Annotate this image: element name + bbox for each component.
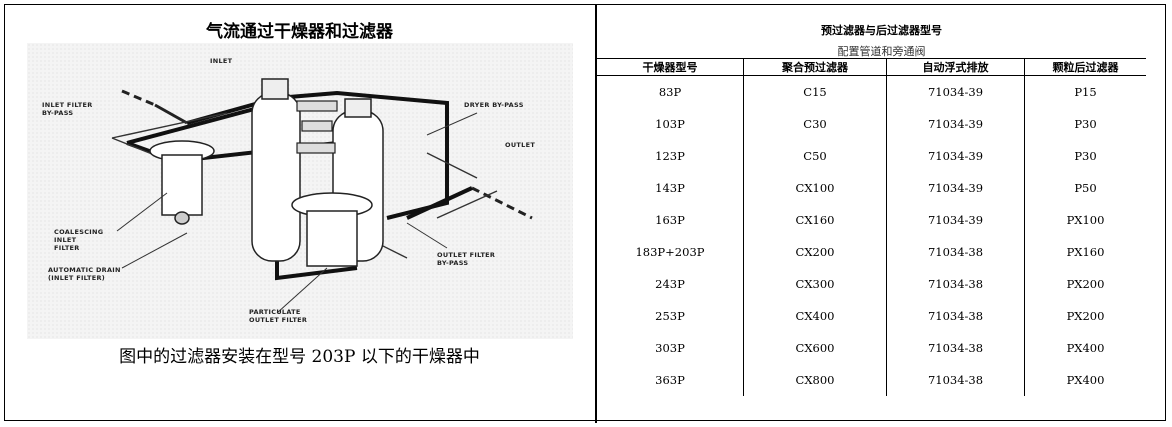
page-frame [4, 4, 1166, 421]
diagram-caption: 图中的过滤器安装在型号 203P 以下的干燥器中 [119, 347, 480, 367]
afterfilter-cell: PX160 [1024, 236, 1146, 268]
afterfilter-cell: P30 [1024, 108, 1146, 140]
prefilter-cell: CX300 [743, 268, 887, 300]
coalescing-filter-icon [149, 140, 215, 225]
drain-cell: 71034-38 [886, 332, 1025, 364]
dryer-model-cell: 183P+203P [635, 245, 705, 259]
label-outlet: OUTLET [505, 141, 536, 149]
drain-cell: 71034-38 [886, 300, 1025, 332]
piping-illustration [111, 78, 533, 314]
afterfilter-cell: PX400 [1024, 332, 1146, 364]
prefilter-cell: C30 [743, 108, 887, 140]
label-coalescing-inlet-filter: COALESCING INLET FILTER [54, 228, 104, 252]
dryer-model-cell: 83P [658, 85, 682, 99]
table-row: 363P CX800 71034-38 PX400 [597, 364, 1146, 396]
valve-cluster-icon [296, 100, 338, 154]
dryer-model-cell: 243P [655, 277, 685, 291]
outlet-pipe-icon [471, 186, 533, 220]
afterfilter-cell: PX100 [1024, 204, 1146, 236]
afterfilter-cell: PX200 [1024, 268, 1146, 300]
dryer-model-cell: 363P [655, 373, 685, 387]
table-header-row: 干燥器型号 聚合预过滤器 自动浮式排放 颗粒后过滤器 [597, 58, 1146, 76]
label-dryer-bypass: DRYER BY-PASS [464, 101, 524, 109]
prefilter-cell: CX400 [743, 300, 887, 332]
table-row: 143P CX100 71034-39 P50 [597, 172, 1146, 204]
drain-cell: 71034-39 [886, 204, 1025, 236]
column-header: 干燥器型号 [597, 58, 744, 76]
prefilter-cell: CX200 [743, 236, 887, 268]
drain-cell: 71034-39 [886, 108, 1025, 140]
afterfilter-cell: P15 [1024, 75, 1146, 108]
drain-cell: 71034-39 [886, 140, 1025, 172]
prefilter-cell: CX600 [743, 332, 887, 364]
dryer-model-cell: 253P [655, 309, 685, 323]
afterfilter-cell: P30 [1024, 140, 1146, 172]
drain-cell: 71034-39 [886, 75, 1025, 108]
filter-models-title: 预过滤器与后过滤器型号 [821, 24, 942, 37]
table-row: 123P C50 71034-39 P30 [597, 140, 1146, 172]
particulate-filter-icon [291, 192, 373, 267]
column-header: 颗粒后过滤器 [1024, 58, 1146, 76]
dryer-model-cell: 163P [655, 213, 685, 227]
column-header: 自动浮式排放 [886, 58, 1025, 76]
table-row: 183P+203P CX200 71034-38 PX160 [597, 236, 1146, 268]
prefilter-cell: CX100 [743, 172, 887, 204]
filter-models-table: 干燥器型号 聚合预过滤器 自动浮式排放 颗粒后过滤器 83P C15 71034… [597, 58, 1146, 396]
table-row: 83P C15 71034-39 P15 [597, 75, 1146, 108]
airflow-panel: 气流通过干燥器和过滤器 [5, 5, 594, 420]
prefilter-cell: C50 [743, 140, 887, 172]
table-row: 253P CX400 71034-38 PX200 [597, 300, 1146, 332]
label-automatic-drain: AUTOMATIC DRAIN (INLET FILTER) [48, 266, 121, 282]
inlet-pipe-icon [121, 89, 188, 125]
afterfilter-cell: PX400 [1024, 364, 1146, 396]
prefilter-cell: CX800 [743, 364, 887, 396]
dryer-filter-diagram: INLET INLET FILTER BY-PASS DRYER BY-PASS… [27, 43, 573, 339]
prefilter-cell: CX160 [743, 204, 887, 236]
drain-cell: 71034-38 [886, 268, 1025, 300]
dryer-model-cell: 123P [655, 149, 685, 163]
label-outlet-filter-bypass: OUTLET FILTER BY-PASS [437, 251, 496, 267]
dryer-model-cell: 103P [655, 117, 685, 131]
label-particulate-outlet-filter: PARTICULATE OUTLET FILTER [249, 308, 308, 324]
label-inlet-filter-bypass: INLET FILTER BY-PASS [42, 101, 93, 117]
drain-cell: 71034-38 [886, 364, 1025, 396]
dryer-model-cell: 303P [655, 341, 685, 355]
afterfilter-cell: PX200 [1024, 300, 1146, 332]
airflow-title: 气流通过干燥器和过滤器 [206, 22, 393, 42]
table-row: 163P CX160 71034-39 PX100 [597, 204, 1146, 236]
label-inlet: INLET [210, 57, 233, 65]
panel-divider [595, 4, 597, 423]
column-header: 聚合预过滤器 [743, 58, 887, 76]
table-row: 303P CX600 71034-38 PX400 [597, 332, 1146, 364]
dryer-model-cell: 143P [655, 181, 685, 195]
drain-cell: 71034-38 [886, 236, 1025, 268]
dryer-tower-left-icon [251, 78, 301, 262]
table-row: 103P C30 71034-39 P30 [597, 108, 1146, 140]
filter-models-panel: 预过滤器与后过滤器型号 配置管道和旁通阀 干燥器型号 聚合预过滤器 自动浮式排放… [597, 5, 1166, 420]
leader-lines-icon [116, 112, 478, 314]
filter-models-subtitle: 配置管道和旁通阀 [837, 45, 926, 58]
drain-cell: 71034-39 [886, 172, 1025, 204]
table-row: 243P CX300 71034-38 PX200 [597, 268, 1146, 300]
afterfilter-cell: P50 [1024, 172, 1146, 204]
prefilter-cell: C15 [743, 75, 887, 108]
